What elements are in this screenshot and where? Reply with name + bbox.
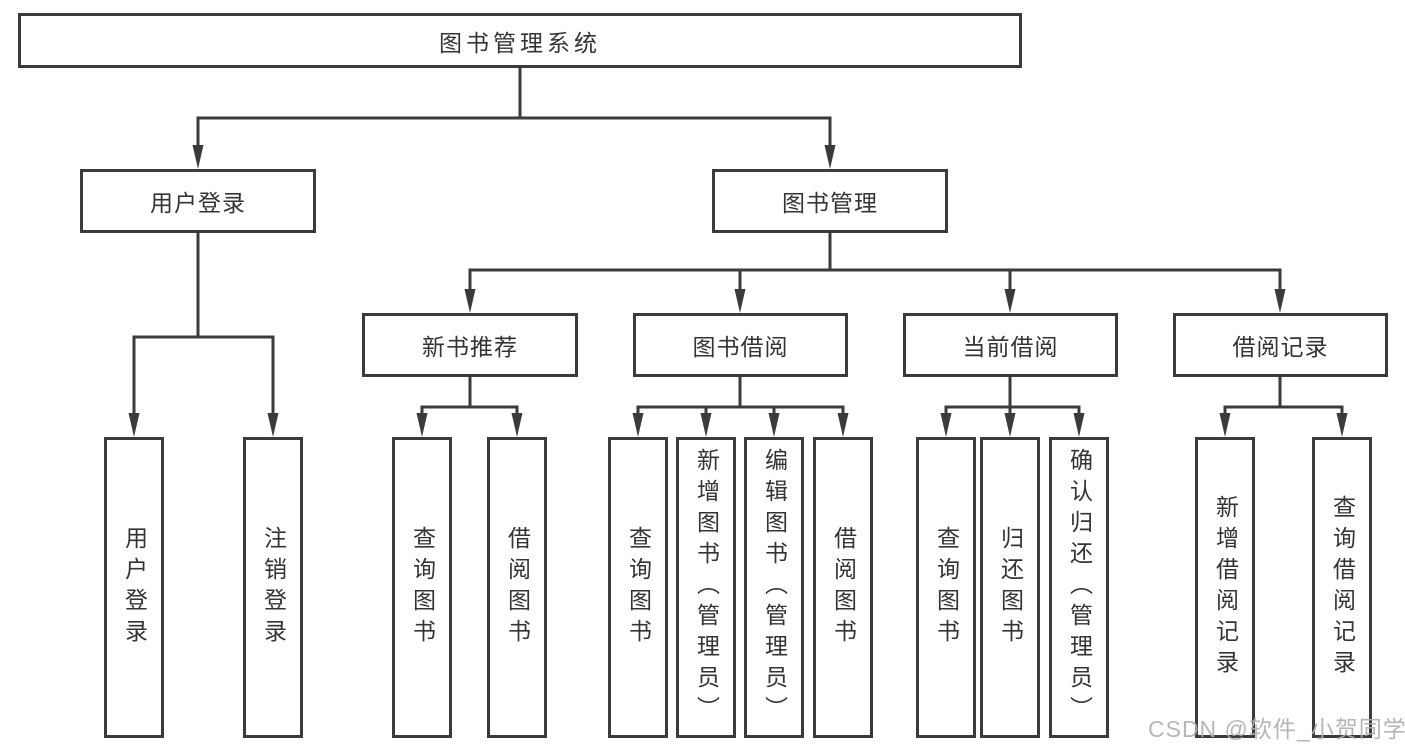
node-label: 确认归还（管理员） [1066, 448, 1093, 727]
arrow-icon [940, 413, 952, 437]
node-book-management: 图书管理 [712, 169, 948, 233]
node-logout: 注销登录 [243, 437, 303, 738]
node-add-book-admin: 新增图书（管理员） [676, 437, 736, 738]
node-label: 图书借阅 [692, 334, 789, 360]
arrow-icon [416, 413, 428, 437]
node-query-books-current: 查询图书 [916, 437, 976, 738]
node-edit-book-admin: 编辑图书（管理员） [744, 437, 804, 738]
node-current-borrowing: 当前借阅 [903, 313, 1118, 377]
node-add-borrow-record: 新增借阅记录 [1195, 437, 1255, 738]
node-label: 借阅记录 [1232, 334, 1329, 360]
arrow-icon [464, 289, 476, 313]
node-user-login-leaf: 用户登录 [104, 437, 164, 738]
arrow-icon [128, 413, 140, 437]
node-label: 借阅图书 [830, 525, 857, 650]
node-query-borrow-record: 查询借阅记录 [1312, 437, 1372, 738]
connector-root [196, 66, 832, 150]
node-borrow-books-borrowing: 借阅图书 [813, 437, 873, 738]
node-label: 编辑图书（管理员） [761, 448, 788, 727]
arrow-icon [1073, 413, 1085, 437]
node-label: 用户登录 [121, 525, 148, 650]
connector-book-borrowing [636, 375, 845, 418]
node-return-book: 归还图书 [980, 437, 1040, 738]
arrow-icon [1004, 289, 1016, 313]
node-book-borrowing: 图书借阅 [633, 313, 848, 377]
arrow-icon [734, 289, 746, 313]
arrow-icon [700, 413, 712, 437]
node-confirm-return-admin: 确认归还（管理员） [1049, 437, 1109, 738]
arrow-icon [632, 413, 644, 437]
node-label: 用户登录 [150, 190, 246, 216]
node-borrowing-records: 借阅记录 [1173, 313, 1388, 377]
node-label: 借阅图书 [504, 525, 531, 650]
watermark-text: CSDN @软件_小贺同学 [1148, 716, 1405, 742]
node-borrow-books-recommend: 借阅图书 [487, 437, 547, 738]
connector-new-book-recommendation [420, 375, 519, 418]
arrow-icon [1219, 413, 1231, 437]
node-label: 图书管理系统 [439, 29, 601, 56]
node-label: 新书推荐 [422, 334, 518, 360]
arrow-icon [837, 413, 849, 437]
node-label: 查询图书 [409, 525, 436, 650]
node-new-book-recommendation: 新书推荐 [362, 313, 578, 377]
arrow-icon [768, 413, 780, 437]
node-label: 归还图书 [997, 525, 1024, 650]
node-label: 新增图书（管理员） [693, 448, 720, 727]
connector-current-borrowing [944, 375, 1081, 418]
arrow-icon [1274, 289, 1286, 313]
connector-borrowing-records [1223, 375, 1344, 418]
node-label: 查询图书 [625, 525, 652, 650]
arrow-icon [1336, 413, 1348, 437]
node-user-login: 用户登录 [80, 169, 316, 233]
arrow-icon [511, 413, 523, 437]
arrow-icon [267, 413, 279, 437]
node-query-books-recommend: 查询图书 [392, 437, 452, 738]
arrow-icon [1004, 413, 1016, 437]
node-query-books-borrowing: 查询图书 [608, 437, 668, 738]
node-label: 查询借阅记录 [1329, 494, 1356, 681]
node-label: 注销登录 [260, 525, 287, 650]
arrow-icon [824, 145, 836, 169]
arrowheads [128, 145, 1348, 437]
connector-book-management [468, 231, 1282, 294]
node-label: 新增借阅记录 [1212, 494, 1239, 681]
node-label: 图书管理 [782, 190, 878, 216]
node-library-management-system: 图书管理系统 [18, 13, 1022, 68]
connector-user-login [132, 231, 275, 418]
node-label: 当前借阅 [962, 334, 1059, 360]
node-label: 查询图书 [933, 525, 960, 650]
arrow-icon [192, 145, 204, 169]
